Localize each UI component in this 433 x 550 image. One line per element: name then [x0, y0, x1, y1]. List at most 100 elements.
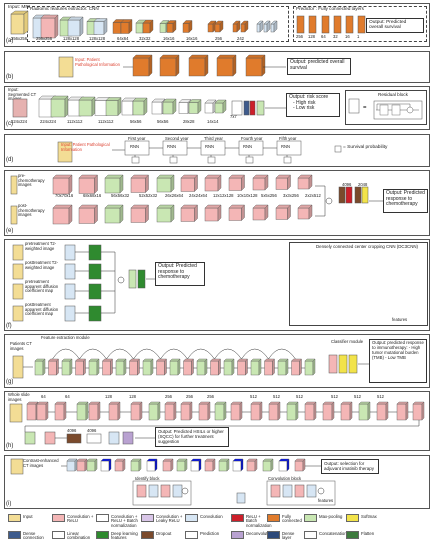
cnn-layer-19	[270, 20, 278, 33]
c-dim-7: 14x14	[207, 119, 219, 124]
risk-low: - Low risk	[293, 105, 315, 112]
year-2: Second year	[165, 136, 189, 141]
e-dim-5: 24x24x64	[189, 193, 208, 198]
f-input-2: pretreatment apparent diffusion coeffici…	[25, 279, 59, 294]
e-dim-7: 10x10x128	[237, 193, 258, 198]
prob-box-1	[169, 156, 178, 164]
a-dim-7: 16x16	[186, 36, 198, 41]
e-layer-0-8	[252, 174, 269, 191]
risk-title: Output: risk score	[289, 94, 329, 100]
e-layer-0-2	[104, 174, 124, 194]
risk-high: - High risk	[293, 99, 316, 106]
h-fc-1	[66, 433, 82, 444]
g-layer-1	[48, 358, 59, 376]
i-layer-15	[278, 458, 290, 472]
i-mid-1	[236, 492, 246, 504]
h-ch-12: 512	[377, 394, 384, 399]
g-layer-14	[223, 358, 235, 376]
e-layer-0-9	[275, 174, 291, 190]
e-layer-1-1	[78, 204, 98, 224]
panel-c-input: Input: Segmented CT images	[8, 87, 37, 102]
identity-block-title: Identify block	[135, 476, 160, 481]
e-input-post: post-chemotherapy images	[18, 203, 45, 218]
fc-dim-5: 1	[357, 34, 360, 39]
h-ch-3: 128	[129, 394, 136, 399]
g-layer-20	[304, 358, 316, 376]
g-layer-19	[291, 358, 302, 376]
c-layer-12	[204, 99, 217, 114]
fc-layer-2	[321, 15, 330, 34]
c-layer-9	[162, 98, 177, 115]
rnn-5: RNN	[281, 144, 291, 149]
identity-inner-2	[160, 484, 171, 498]
panel-c: Input: Segmented CT images 224x224 224x2…	[4, 86, 430, 130]
e-dim-10: 2x2x512	[305, 193, 321, 198]
panel-f-output: Output: Predicted response to chemothera…	[155, 262, 205, 286]
conv-inner-3	[306, 484, 317, 498]
e-layer-0-4	[156, 174, 175, 193]
panel-c-blocks	[12, 95, 286, 118]
i-layer-16	[294, 458, 306, 472]
skip-connection	[241, 348, 269, 360]
legend-swatch-concat	[304, 531, 317, 539]
c-pool	[231, 100, 243, 116]
b-fc-2	[188, 54, 209, 77]
h-ch-9: 512	[296, 394, 303, 399]
legend-label-conv: Convolution	[200, 513, 223, 519]
a-dim-4: 64x64	[117, 36, 129, 41]
a-dim-3: 128x128	[89, 36, 106, 41]
b-fc-0	[132, 54, 153, 77]
legend-swatch-prediction	[185, 531, 198, 539]
legend-label-deep_feat: Deep learning features	[111, 530, 138, 541]
h-ch-10: 512	[331, 394, 338, 399]
b-fc-4	[245, 54, 266, 77]
f-conv-2	[64, 283, 76, 300]
f-input-0: pretreatment T2-weighted image	[25, 241, 57, 251]
c-layer-1	[50, 95, 69, 118]
e-relu-1	[345, 186, 353, 204]
residual-diagram: =	[348, 98, 423, 120]
year-5: Fifth year	[279, 136, 297, 141]
c-layer-3	[78, 96, 96, 117]
c-dim-3: 112x112	[98, 119, 114, 124]
residual-legend: Residual block =	[345, 90, 427, 125]
c-layer-5	[105, 97, 122, 116]
panel-b: Input: Patient Pathological Information …	[4, 51, 430, 83]
c-dim-5: 56x56	[157, 119, 169, 124]
panel-d-diagram	[57, 140, 342, 164]
cnn-layer-14	[214, 20, 224, 33]
panel-b-input: Input: Patient Pathological Information	[75, 57, 120, 67]
panel-h-blocks	[9, 401, 425, 445]
legend-label-relu_bn: ReLU + Batch normalization	[246, 513, 272, 528]
e-layer-1-10	[297, 204, 313, 220]
legend-label-dense_conn: Dense connection	[23, 530, 44, 541]
fc-title: Predictor : Fully connected layers	[296, 6, 364, 11]
panel-e-output: Output: Predicted response to chemothera…	[383, 189, 428, 213]
e-layer-1-6	[204, 204, 222, 222]
conv-inner-1	[282, 484, 293, 498]
h-layer-17	[322, 401, 335, 421]
skip-connection	[106, 348, 134, 360]
conv-inner-0	[270, 484, 281, 498]
e-layer-0-10	[297, 174, 313, 190]
i-layer-8	[176, 458, 188, 472]
c-dim-0: 224x224	[11, 119, 28, 124]
panel-i: Contrast-enhanced CT images Output: sele…	[4, 455, 430, 509]
h-layer-0	[26, 401, 39, 421]
f-conv-0	[64, 244, 76, 261]
fc-dim-0: 256	[296, 34, 303, 39]
skip-connection	[214, 348, 242, 360]
fc-layer-1	[308, 15, 317, 34]
legend-swatch-deep_feat	[96, 531, 109, 539]
cnn-layer-16	[240, 20, 249, 33]
legend-label-dense_layer: Dense layer	[282, 530, 295, 541]
c-dim-1: 224x224	[40, 119, 57, 124]
h-pool	[24, 431, 36, 445]
cnn-layer-11	[166, 20, 177, 33]
identity-add	[181, 487, 189, 495]
legend-label-input: Input	[23, 513, 33, 519]
i-layer-3	[100, 458, 112, 472]
legend-swatch-deconv	[231, 531, 244, 539]
a-dim-9: 242	[237, 36, 244, 41]
skip-connection	[133, 348, 161, 360]
